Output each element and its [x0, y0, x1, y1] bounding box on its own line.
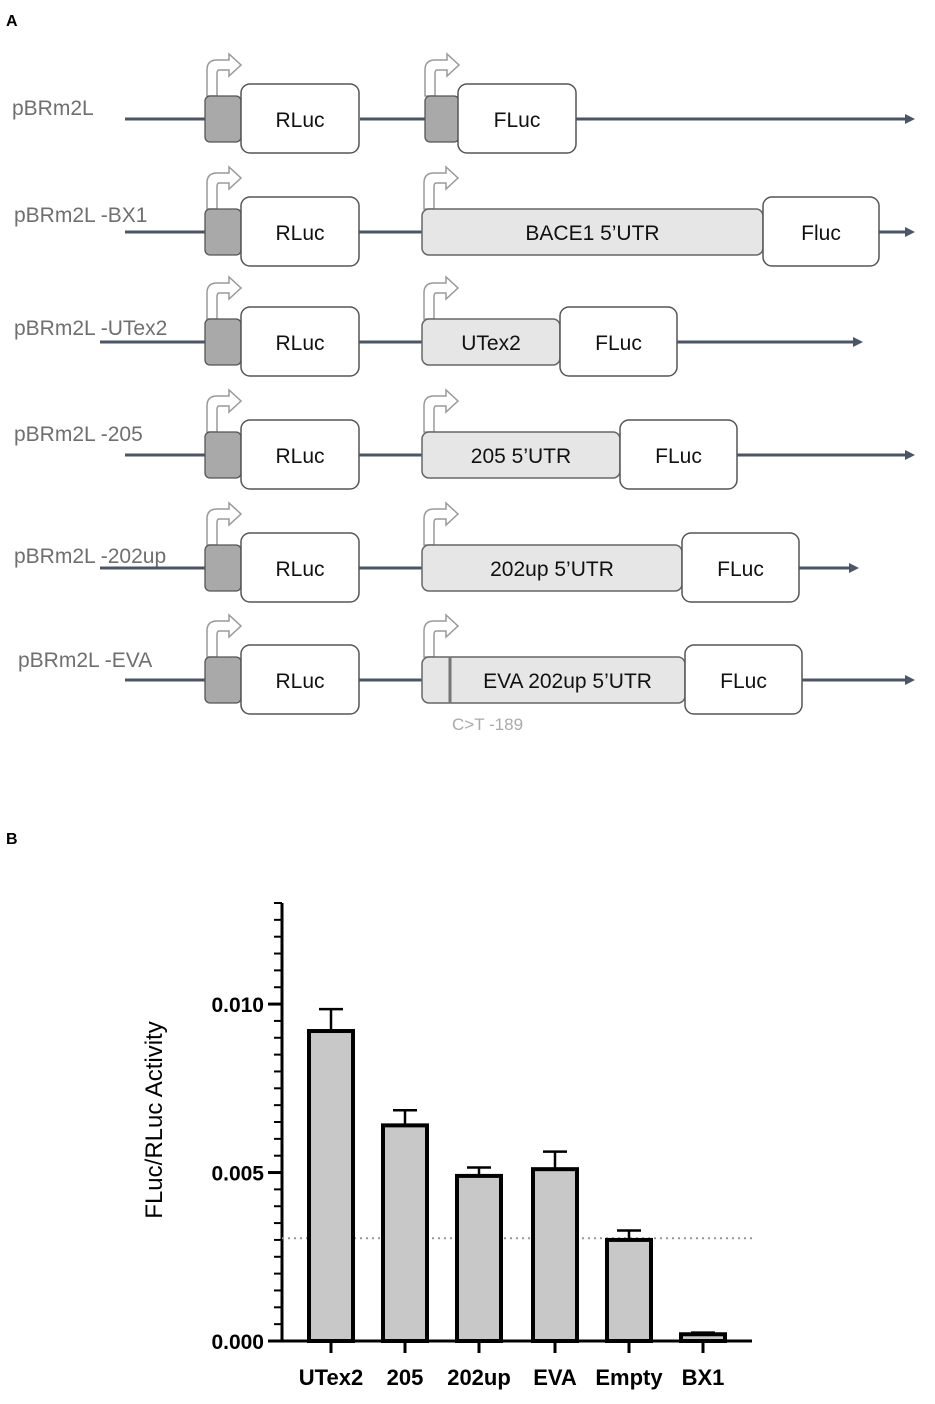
x-tick-label: UTex2	[299, 1365, 363, 1390]
rluc-box	[240, 532, 360, 603]
fluc-box	[457, 83, 577, 154]
bar	[381, 1123, 429, 1344]
utr-label: EVA 202up 5’UTR	[483, 670, 652, 693]
rluc-label: RLuc	[275, 558, 324, 581]
construct-row: pBRm2L RLuc FLuc	[12, 52, 915, 154]
rluc-box	[240, 83, 360, 154]
rluc-box	[240, 419, 360, 490]
x-tick-label: EVA	[533, 1365, 577, 1390]
utr-label: BACE1 5’UTR	[525, 222, 659, 245]
y-tick-label: 0.010	[211, 994, 264, 1017]
construct-name: pBRm2L -202up	[14, 545, 166, 568]
fluc-box	[619, 419, 738, 490]
y-tick-label: 0.005	[211, 1163, 264, 1186]
promoter-box	[204, 431, 242, 479]
mutation-label: C>T -189	[452, 715, 523, 734]
promoter-box	[204, 544, 242, 592]
fluc-box	[684, 644, 803, 715]
tss-arrow-icon	[423, 613, 460, 658]
tss-arrow-icon	[206, 613, 243, 658]
y-tick-label: 0.000	[211, 1331, 264, 1354]
rluc-box	[240, 644, 360, 715]
construct-name: pBRm2L	[12, 97, 94, 120]
panel-b-letter: B	[6, 831, 18, 848]
panel-a-letter: A	[6, 13, 18, 30]
tss-arrow-icon	[423, 275, 460, 320]
x-tick-label: BX1	[682, 1365, 725, 1390]
fluc-box	[762, 196, 880, 267]
fluc-label: FLuc	[720, 670, 767, 693]
rluc-label: RLuc	[275, 109, 324, 132]
fluc-label: FLuc	[655, 445, 702, 468]
fluc-box	[559, 306, 678, 377]
tss-arrow-icon	[423, 388, 460, 433]
promoter-box	[204, 656, 242, 704]
tss-arrow-icon	[206, 275, 243, 320]
construct-name: pBRm2L -205	[14, 423, 143, 446]
fluc-label: FLuc	[717, 558, 764, 581]
bar	[455, 1173, 503, 1344]
construct-name: pBRm2L -UTex2	[14, 317, 167, 340]
fluc-label: FLuc	[494, 109, 541, 132]
fluc-label: Fluc	[801, 222, 841, 245]
promoter-box	[424, 95, 460, 143]
rluc-box	[240, 306, 360, 377]
rluc-label: RLuc	[275, 445, 324, 468]
y-axis-label: FLuc/RLuc Activity	[141, 1021, 168, 1218]
construct-name: pBRm2L -BX1	[14, 204, 147, 227]
x-tick-label: 202up	[447, 1365, 511, 1390]
tss-arrow-icon	[424, 52, 461, 97]
utr-label: UTex2	[461, 332, 521, 355]
x-tick-label: Empty	[595, 1365, 663, 1390]
bar	[679, 1332, 727, 1344]
tss-arrow-icon	[423, 501, 460, 546]
promoter-box	[204, 318, 242, 366]
construct-name: pBRm2L -EVA	[18, 649, 152, 672]
tss-arrow-icon	[206, 52, 243, 97]
bar	[307, 1029, 355, 1343]
promoter-box	[204, 208, 242, 256]
rluc-label: RLuc	[275, 222, 324, 245]
bar	[605, 1237, 653, 1344]
bar	[531, 1167, 579, 1343]
tss-arrow-icon	[206, 501, 243, 546]
x-tick-label: 205	[387, 1365, 424, 1390]
promoter-box	[204, 95, 242, 143]
tss-arrow-icon	[423, 165, 460, 210]
utr-label: 202up 5’UTR	[490, 558, 614, 581]
tss-arrow-icon	[206, 388, 243, 433]
rluc-label: RLuc	[275, 332, 324, 355]
rluc-box	[240, 196, 360, 267]
fluc-label: FLuc	[595, 332, 642, 355]
tss-arrow-icon	[206, 165, 243, 210]
fluc-box	[681, 532, 800, 603]
rluc-label: RLuc	[275, 670, 324, 693]
utr-label: 205 5’UTR	[471, 445, 571, 468]
